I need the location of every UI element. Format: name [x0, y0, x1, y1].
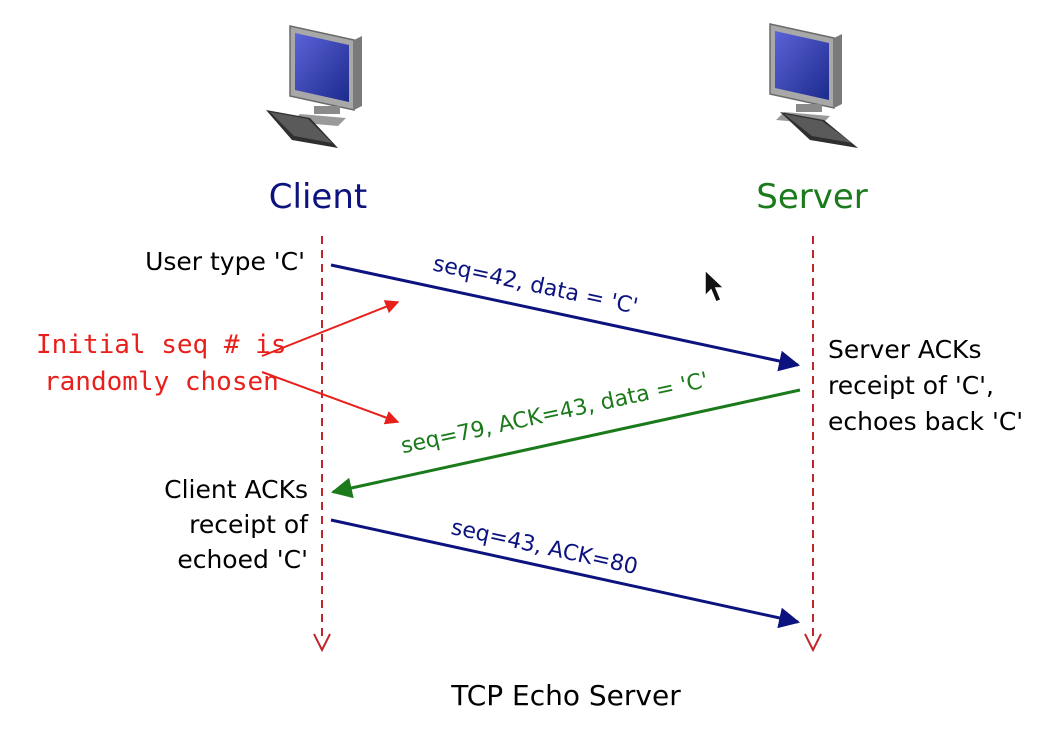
server-label: Server — [756, 177, 868, 217]
callout-line-1: Initial seq # is — [36, 330, 286, 360]
server-computer-icon — [769, 23, 858, 148]
client-computer-icon — [266, 25, 362, 148]
client-ack-note-line-3: echoed 'C' — [177, 545, 308, 574]
message-arrow-3 — [330, 518, 801, 629]
message-label-2: seq=79, ACK=43, data = 'C' — [399, 368, 711, 459]
server-ack-note-line-1: Server ACKs — [828, 335, 981, 364]
server-ack-note-line-2: receipt of 'C', — [828, 371, 994, 400]
client-label: Client — [269, 177, 367, 217]
server-ack-note-line-3: echoes back 'C' — [828, 407, 1023, 436]
server-timeline-arrowhead — [804, 633, 822, 653]
callout-arrow-lower — [261, 371, 400, 425]
callout-line-2: randomly chosen — [44, 367, 279, 397]
message-arrow-1 — [330, 263, 801, 372]
client-ack-note-line-2: receipt of — [189, 510, 309, 539]
message-arrow-2 — [330, 388, 801, 499]
mouse-cursor-icon — [704, 268, 726, 303]
client-timeline-arrowhead — [313, 633, 331, 653]
client-event-user-type: User type 'C' — [145, 247, 305, 276]
callout-arrow-upper — [261, 300, 400, 357]
message-label-3: seq=43, ACK=80 — [449, 515, 640, 580]
diagram-caption: TCP Echo Server — [450, 679, 681, 712]
client-ack-note-line-1: Client ACKs — [164, 475, 308, 504]
